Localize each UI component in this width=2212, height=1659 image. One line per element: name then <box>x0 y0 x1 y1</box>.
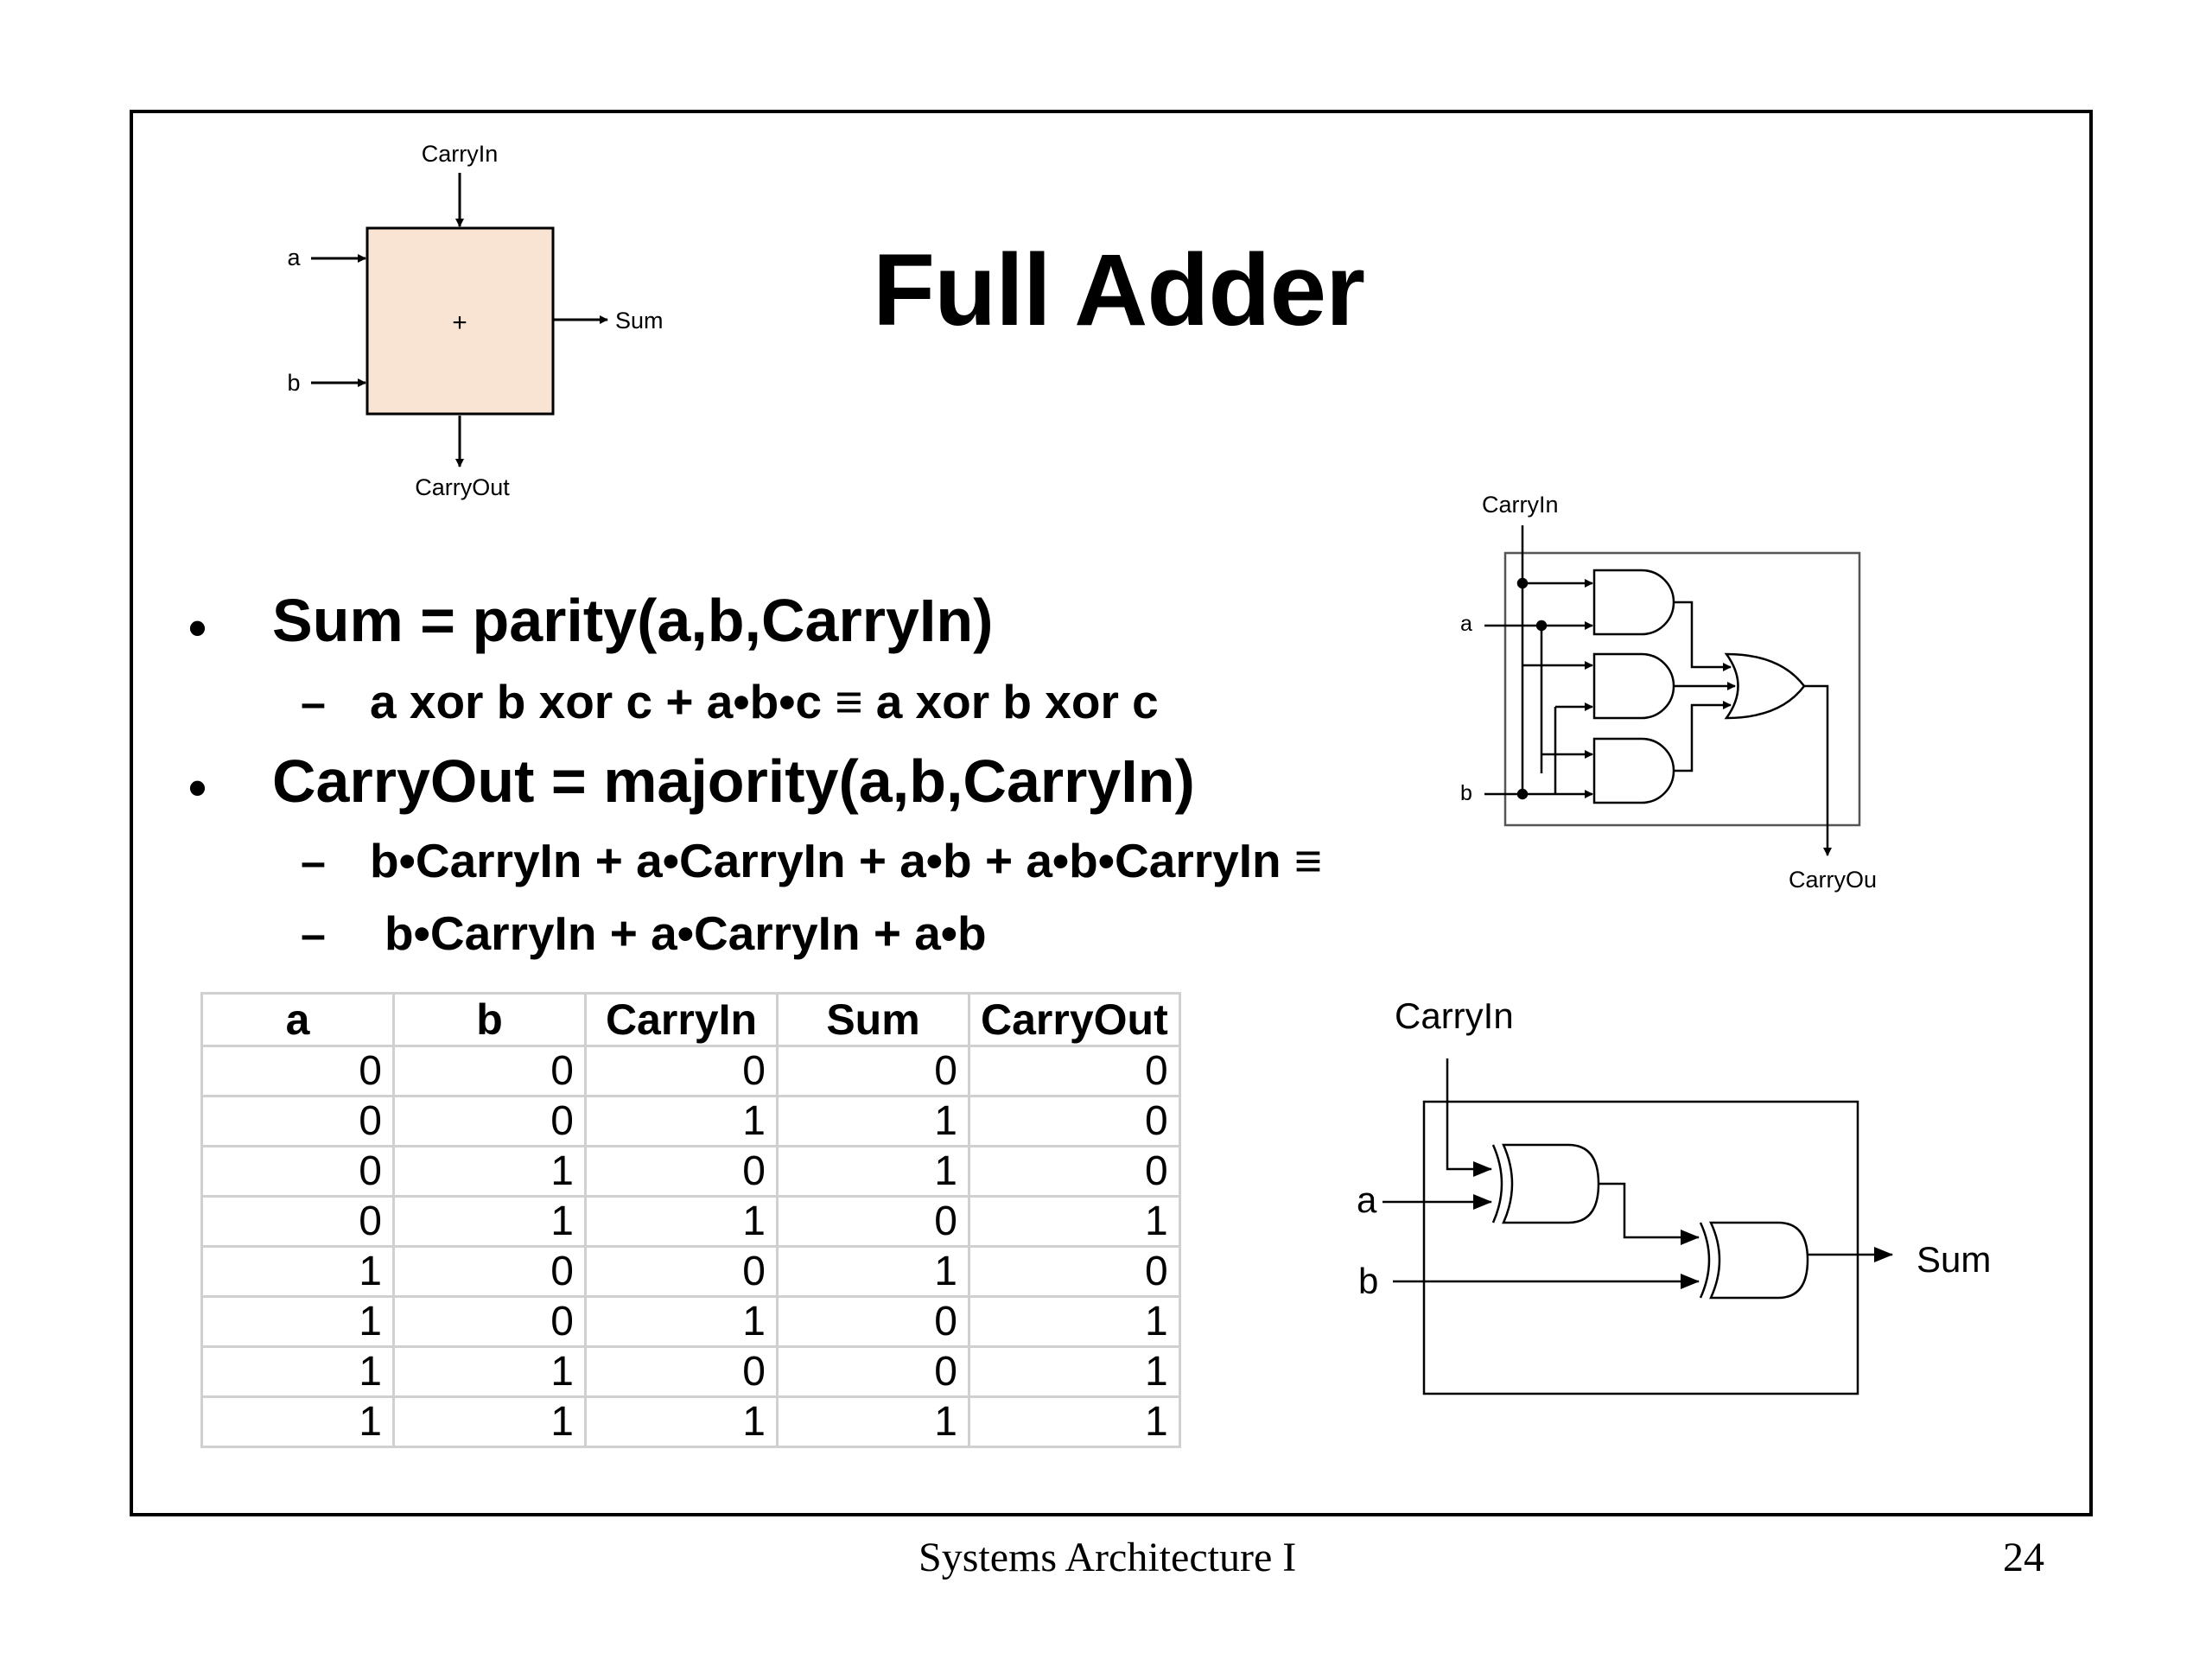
header-b: b <box>392 992 587 1047</box>
subbullet-dash-3: – <box>301 910 326 960</box>
bullet-carryout: CarryOut = majority(a,b,CarryIn) <box>272 747 1195 815</box>
table-cell: 0 <box>392 1045 587 1097</box>
table-cell: 0 <box>584 1245 779 1298</box>
table-cell: 1 <box>200 1245 395 1298</box>
table-cell: 1 <box>584 1095 779 1147</box>
table-cell: 1 <box>200 1345 395 1398</box>
subbullet-carryout-expr-1: b•CarryIn + a•CarryIn + a•b + a•b•CarryI… <box>370 834 1322 887</box>
table-cell: 0 <box>200 1095 395 1147</box>
bullet-dot-2: • <box>188 759 207 817</box>
table-cell: 0 <box>200 1045 395 1097</box>
table-cell: 0 <box>968 1095 1181 1147</box>
table-cell: 1 <box>200 1295 395 1348</box>
table-cell: 0 <box>584 1045 779 1097</box>
footer-course: Systems Architecture I <box>918 1535 1297 1580</box>
table-cell: 0 <box>200 1145 395 1198</box>
table-cell: 1 <box>392 1195 587 1248</box>
table-cell: 1 <box>392 1345 587 1398</box>
subbullet-carryout-expr-2: b•CarryIn + a•CarryIn + a•b <box>385 906 987 960</box>
truth-table-header-row: a b CarryIn Sum CarryOut <box>200 992 1181 1047</box>
table-cell: 1 <box>584 1195 779 1248</box>
table-cell: 1 <box>776 1095 970 1147</box>
table-cell: 1 <box>968 1345 1181 1398</box>
table-cell: 1 <box>776 1245 970 1298</box>
slide-frame <box>130 110 2093 1516</box>
table-cell: 0 <box>968 1045 1181 1097</box>
table-cell: 1 <box>968 1295 1181 1348</box>
table-cell: 0 <box>392 1095 587 1147</box>
subbullet-dash-2: – <box>301 837 326 887</box>
table-cell: 1 <box>968 1195 1181 1248</box>
table-cell: 0 <box>776 1295 970 1348</box>
table-cell: 1 <box>584 1295 779 1348</box>
table-cell: 1 <box>776 1145 970 1198</box>
table-cell: 0 <box>968 1245 1181 1298</box>
table-cell: 0 <box>776 1345 970 1398</box>
table-cell: 0 <box>776 1195 970 1248</box>
table-cell: 0 <box>584 1345 779 1398</box>
table-cell: 1 <box>968 1395 1181 1448</box>
bullet-dot-1: • <box>188 599 207 657</box>
table-cell: 0 <box>392 1295 587 1348</box>
header-sum: Sum <box>776 992 970 1047</box>
header-a: a <box>200 992 395 1047</box>
header-carryout: CarryOut <box>968 992 1181 1047</box>
bullet-sum: Sum = parity(a,b,CarryIn) <box>272 587 994 654</box>
table-cell: 0 <box>392 1245 587 1298</box>
table-cell: 0 <box>584 1145 779 1198</box>
table-cell: 1 <box>776 1395 970 1448</box>
table-cell: 1 <box>392 1395 587 1448</box>
table-cell: 1 <box>392 1145 587 1198</box>
header-carryin: CarryIn <box>584 992 779 1047</box>
table-cell: 1 <box>584 1395 779 1448</box>
footer-page-number: 24 <box>2003 1535 2044 1580</box>
table-cell: 0 <box>968 1145 1181 1198</box>
table-cell: 1 <box>200 1395 395 1448</box>
table-cell: 0 <box>776 1045 970 1097</box>
table-cell: 0 <box>200 1195 395 1248</box>
slide-title: Full Adder <box>873 233 1365 347</box>
subbullet-dash-1: – <box>301 678 326 728</box>
subbullet-sum-expr: a xor b xor c + a•b•c ≡ a xor b xor c <box>370 675 1159 728</box>
